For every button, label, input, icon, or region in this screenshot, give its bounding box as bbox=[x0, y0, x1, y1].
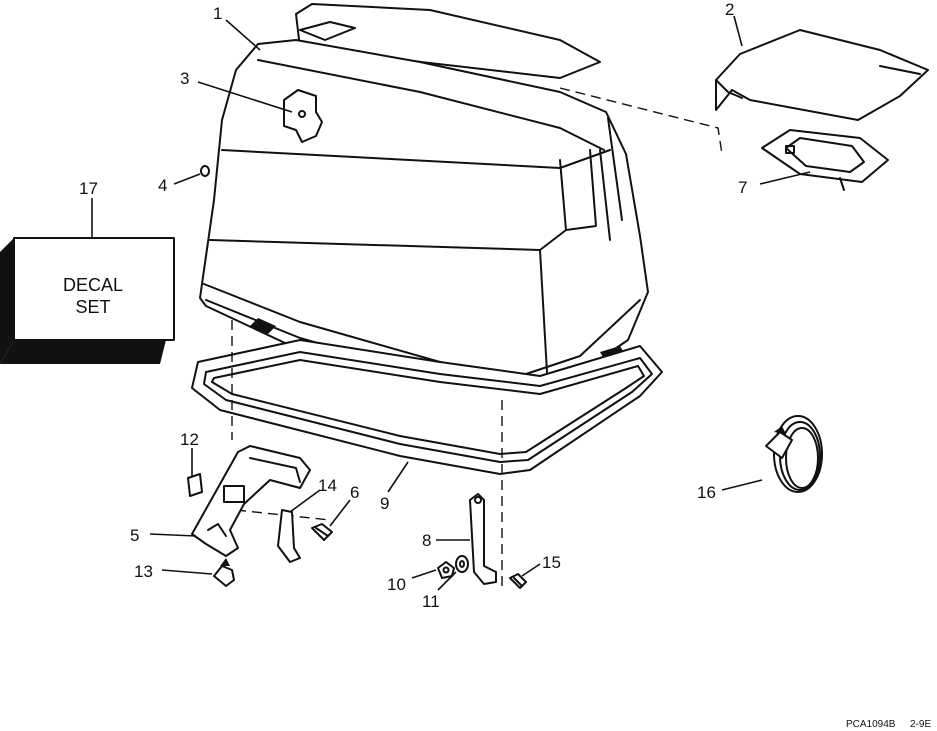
clip bbox=[187, 473, 203, 497]
callout-15: 15 bbox=[542, 553, 561, 572]
callout-3: 3 bbox=[180, 69, 189, 88]
callout-1: 1 bbox=[213, 4, 222, 23]
callout-9: 9 bbox=[380, 494, 389, 513]
grommet bbox=[761, 129, 889, 191]
decal-label-line2: SET bbox=[75, 297, 110, 317]
callout-6: 6 bbox=[350, 483, 359, 502]
latch-bracket bbox=[469, 493, 497, 585]
callout-labels: 1 2 3 4 5 6 7 8 9 10 11 12 13 14 15 16 1… bbox=[79, 0, 747, 611]
spring-clip bbox=[277, 509, 301, 563]
cover-bracket bbox=[191, 445, 311, 557]
rubber-grommet bbox=[213, 558, 235, 587]
callout-14: 14 bbox=[318, 476, 337, 495]
screw-6 bbox=[311, 523, 333, 541]
screw-15 bbox=[509, 573, 527, 589]
callout-10: 10 bbox=[387, 575, 406, 594]
pin bbox=[200, 165, 210, 177]
figure-code-id: PCA1094B bbox=[846, 719, 896, 730]
callout-11: 11 bbox=[422, 592, 440, 611]
engine-cover bbox=[199, 3, 649, 395]
callout-2: 2 bbox=[725, 0, 734, 19]
callout-5: 5 bbox=[130, 526, 139, 545]
callout-7: 7 bbox=[738, 178, 747, 197]
decal-set-box bbox=[0, 237, 175, 364]
callout-4: 4 bbox=[158, 176, 167, 195]
callout-12: 12 bbox=[180, 430, 199, 449]
callout-17: 17 bbox=[79, 179, 98, 198]
callout-13: 13 bbox=[134, 562, 153, 581]
figure-code-page: 2-9E bbox=[910, 719, 931, 730]
nut bbox=[437, 561, 455, 579]
callout-16: 16 bbox=[697, 483, 716, 502]
decal-label-line1: DECAL bbox=[63, 275, 123, 295]
seal-ring bbox=[191, 339, 663, 475]
coiled-cable bbox=[765, 415, 823, 493]
washer bbox=[455, 555, 469, 573]
cover-latch bbox=[283, 89, 323, 143]
leader-lines bbox=[91, 15, 811, 591]
top-cap bbox=[559, 29, 929, 155]
callout-8: 8 bbox=[422, 531, 431, 550]
